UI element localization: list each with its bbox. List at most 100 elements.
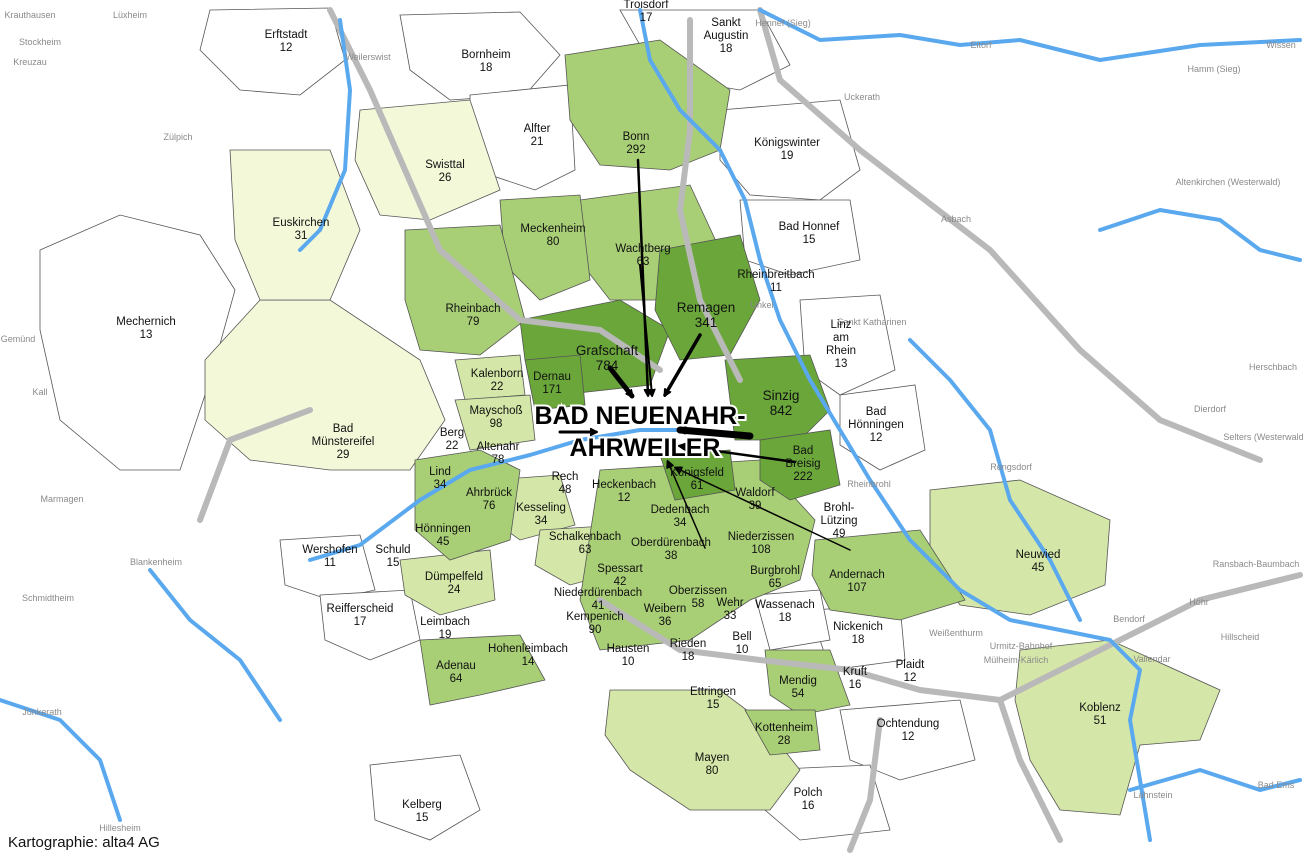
flow-arrows [558,158,851,551]
background-label-5: Zülpich [163,132,192,142]
area-bad-hoenningen [839,384,926,471]
arrow-bad-breisig [680,446,797,464]
background-label-27: Ransbach-Baumbach [1213,559,1300,569]
map-credit: Kartographie: alta4 AG [8,834,160,851]
arrow-remagen [663,333,702,395]
river-west [0,698,122,822]
river-kyll [148,568,282,722]
arrow-bonn [636,158,648,395]
area-mechernich [39,214,236,471]
background-label-14: Hennef (Sieg) [755,18,811,28]
background-label-23: Dierdorf [1194,404,1227,414]
background-label-34: Mülheim-Kärlich [984,655,1049,665]
destination-title-line-1: BAD NEUENAHR- [534,402,745,430]
background-label-16: Hamm (Sieg) [1187,64,1240,74]
background-label-30: Bendorf [1113,614,1145,624]
municipality-areas [39,7,1221,841]
area-kelberg [369,754,481,841]
background-label-1: Lüxheim [113,10,147,20]
background-label-0: Krauthausen [4,10,55,20]
area-bad-breisig [759,429,841,501]
background-label-12: Hillesheim [99,823,141,833]
background-label-15: Eitorf [970,40,992,50]
roads [197,7,1303,853]
area-dernau [524,354,586,411]
area-euskirchen [229,149,361,301]
area-koblenz [1014,639,1221,816]
river-wied [908,338,1082,622]
background-label-10: Schmidtheim [22,593,74,603]
river-sieg [758,8,1302,62]
background-label-19: Asbach [941,214,971,224]
area-adenau [419,634,546,706]
background-label-17: Wissen [1266,40,1296,50]
river-holzbach [1098,208,1302,262]
background-label-13: Uckerath [844,92,880,102]
background-label-28: Höhr [1189,597,1209,607]
background-label-35: Bad Ems [1258,780,1295,790]
background-label-33: Urmitz-Bahnhof [990,641,1053,651]
background-label-8: Marmagen [40,494,83,504]
arrow-andernach [676,468,851,551]
arrow-sinzig [676,430,754,440]
area-andernach [811,529,966,621]
river-rhine [638,8,1152,842]
arrow-grafschaft [607,365,635,399]
river-ahr [308,428,702,562]
area-rheinbach [404,224,526,356]
background-label-11: Jünkerath [22,707,62,717]
background-label-25: Rengsdorf [990,462,1032,472]
arrow-wachtberg [639,264,652,395]
background-label-29: Hillscheid [1221,632,1260,642]
background-label-24: Selters (Westerwald) [1223,432,1303,442]
area-bad-honnef [739,199,861,276]
background-label-26: Rheinbrohl [847,479,891,489]
